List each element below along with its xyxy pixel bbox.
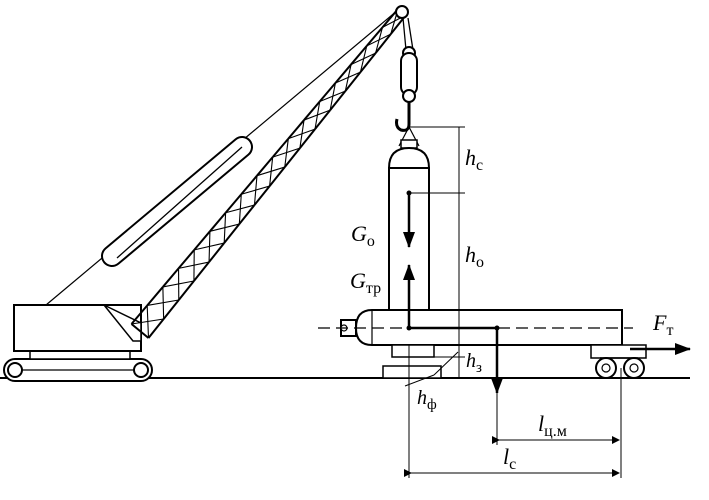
label-h-f: hф	[417, 387, 437, 413]
dimensions	[404, 126, 622, 478]
label-l-cm: lц.м	[538, 411, 567, 440]
hook-block	[395, 17, 418, 132]
label-h-z: hз	[466, 350, 482, 376]
lattice-boom	[130, 8, 407, 339]
label-f-t: Fт	[652, 310, 673, 339]
crane-tracks	[3, 349, 153, 382]
label-l-c: lс	[503, 444, 516, 473]
boom-pivot	[103, 304, 142, 342]
label-g-o: Gо	[351, 221, 375, 250]
label-g-tr: Gтр	[350, 268, 381, 297]
label-h-c: hс	[465, 145, 483, 174]
boom-tip-pulley	[395, 5, 409, 19]
label-h-o: hо	[465, 242, 484, 271]
hydraulic-cylinder	[101, 136, 253, 267]
crane	[3, 5, 409, 382]
foundation	[382, 344, 442, 379]
